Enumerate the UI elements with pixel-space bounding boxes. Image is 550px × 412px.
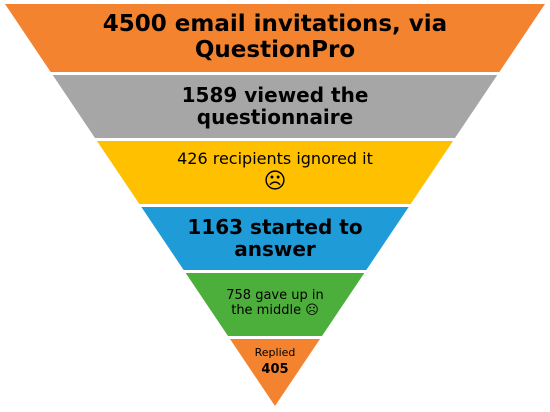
level-6-line-1: Replied: [254, 345, 296, 359]
funnel-level-5-label: 758 gave up in the middle ☹: [0, 274, 550, 334]
level-6-line-2: 405: [261, 361, 289, 377]
level-2-line-1: 1589 viewed the: [181, 82, 369, 107]
funnel-level-2-label: 1589 viewed the questionnaire: [0, 76, 550, 136]
level-2-line-2: questionnaire: [196, 105, 354, 129]
funnel-band-4: [141, 207, 409, 270]
level-5-line-1: 758 gave up in: [226, 288, 324, 304]
level-5-line-2: the middle ☹: [231, 303, 319, 318]
level-1-line-1: 4500 email invitations, via: [102, 11, 448, 38]
funnel-band-1: [5, 4, 545, 72]
level-4-line-1: 1163 started to: [187, 214, 363, 239]
funnel-level-6-label: Replied 405: [0, 340, 550, 384]
funnel-level-1-label: 4500 email invitations, via QuestionPro: [0, 6, 550, 70]
sad-face-icon: ☹: [263, 168, 287, 194]
funnel-level-3-label: 426 recipients ignored it ☹: [0, 142, 550, 202]
funnel-band-3: [97, 141, 453, 204]
funnel-band-6: [230, 339, 320, 406]
funnel-level-4-label: 1163 started to answer: [0, 208, 550, 268]
funnel-band-2: [52, 75, 498, 138]
funnel-band-5: [185, 273, 365, 336]
level-1-line-2: QuestionPro: [194, 37, 356, 63]
level-3-line-1: 426 recipients ignored it: [177, 148, 373, 168]
level-4-line-2: answer: [234, 237, 316, 261]
